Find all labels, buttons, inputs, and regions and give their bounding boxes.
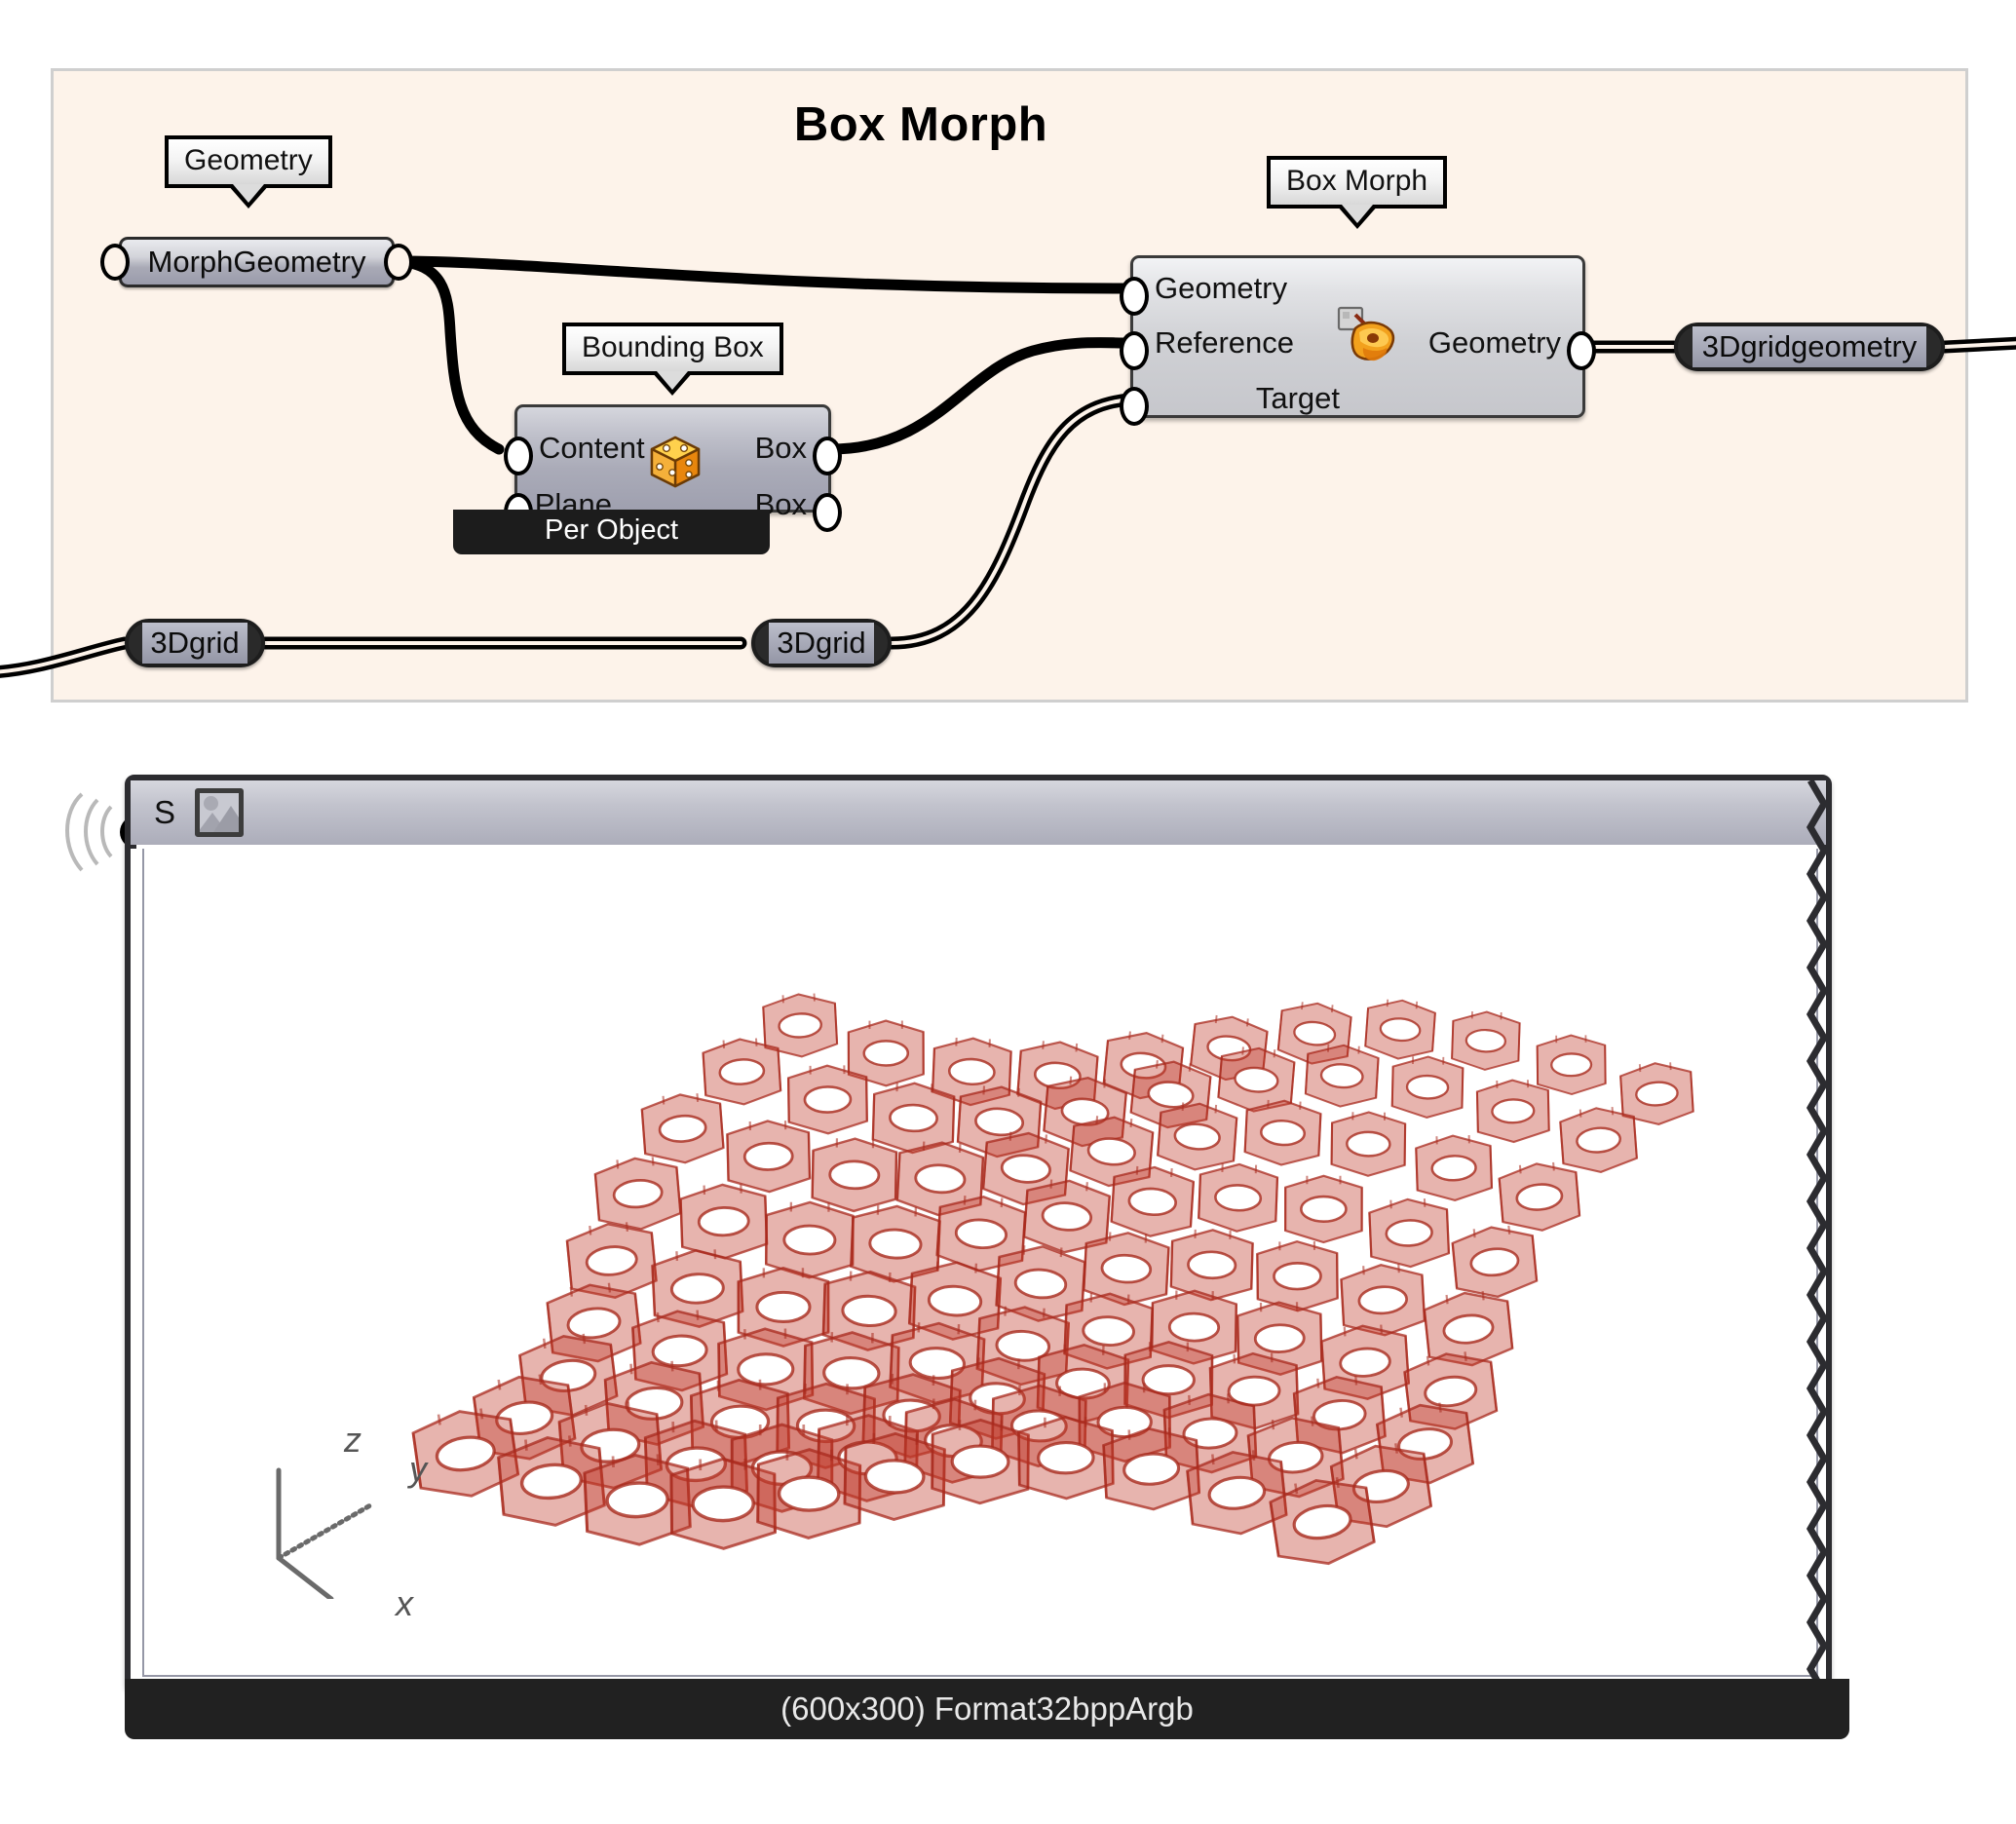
input-label-target: Target (1255, 381, 1340, 415)
axis-label-x: x (396, 1583, 413, 1623)
param-morph-geometry[interactable]: MorphGeometry (100, 237, 413, 287)
component-bounding-box[interactable]: Content Plane Box Box Per Object (453, 404, 842, 554)
box-morph-callout-label: Box Morph (1286, 165, 1428, 197)
bounding-box-callout-label: Bounding Box (582, 331, 764, 363)
grasshopper-canvas-group (51, 68, 1968, 703)
output-grip[interactable] (384, 244, 413, 281)
param-3dgridgeometry-label: 3Dgridgeometry (1701, 329, 1918, 363)
box-morph-icon (1334, 305, 1398, 372)
image-viewer-panel: S (65, 775, 1869, 1739)
component-box-morph[interactable]: Geometry Reference Target Geometry (1120, 255, 1596, 426)
param-3dgrid-relay-right[interactable]: 3Dgrid (751, 619, 892, 667)
viewer-header[interactable]: S (131, 780, 1826, 849)
input-nub-target[interactable] (1120, 387, 1149, 426)
input-label-content: Content (539, 431, 645, 465)
axis-gizmo (276, 1467, 373, 1599)
relay-inner: 3Dgrid (769, 623, 874, 664)
bounding-box-callout: Bounding Box (562, 323, 783, 396)
callout-pointer (1335, 204, 1379, 229)
param-3dgrid-relay-left[interactable]: 3Dgrid (125, 619, 265, 667)
input-label-geometry: Geometry (1155, 271, 1288, 305)
image-preview-icon (195, 788, 245, 837)
param-3dgrid-relay-right-label: 3Dgrid (777, 626, 866, 660)
callout-pointer (651, 370, 695, 396)
mountain-shape-2 (213, 806, 240, 832)
output-label-geometry: Geometry (1427, 325, 1561, 360)
relay-inner: 3Dgridgeometry (1693, 326, 1926, 367)
callout-pointer (226, 183, 270, 209)
relay-inner: 3Dgrid (142, 623, 247, 664)
param-3dgrid-relay-left-label: 3Dgrid (150, 626, 240, 660)
input-nub-geometry[interactable] (1120, 277, 1149, 316)
output-nub-box-2[interactable] (813, 493, 842, 532)
input-label-reference: Reference (1155, 325, 1295, 360)
bounding-box-dice-icon (645, 432, 705, 497)
component-nickname-per-object: Per Object (453, 510, 770, 554)
input-nub-content[interactable] (504, 437, 533, 475)
output-label-box-1: Box (754, 431, 807, 465)
geometry-callout: Geometry (165, 135, 332, 209)
axis-label-y: y (409, 1449, 427, 1489)
param-3dgridgeometry[interactable]: 3Dgridgeometry (1674, 323, 1945, 371)
output-nub-geometry[interactable] (1567, 331, 1596, 370)
viewer-caption-text: (600x300) Format32bppArgb (780, 1691, 1194, 1727)
param-morph-geometry-label: MorphGeometry (147, 245, 366, 279)
geometry-callout-label: Geometry (184, 144, 313, 176)
input-nub-reference[interactable] (1120, 331, 1149, 370)
viewer-source-label: S (154, 794, 176, 830)
axis-label-z: z (344, 1420, 361, 1460)
resize-grip-zigzag[interactable] (1781, 780, 1826, 1698)
viewer-caption-bar: (600x300) Format32bppArgb (125, 1679, 1849, 1739)
input-grip[interactable] (100, 244, 130, 281)
viewer-frame: S (125, 775, 1832, 1694)
group-title: Box Morph (793, 98, 1048, 151)
viewport-inner: z y x (142, 849, 1818, 1677)
output-nub-box-1[interactable] (813, 437, 842, 475)
viewport-canvas[interactable]: z y x (136, 845, 1820, 1681)
box-morph-callout: Box Morph (1267, 156, 1448, 229)
